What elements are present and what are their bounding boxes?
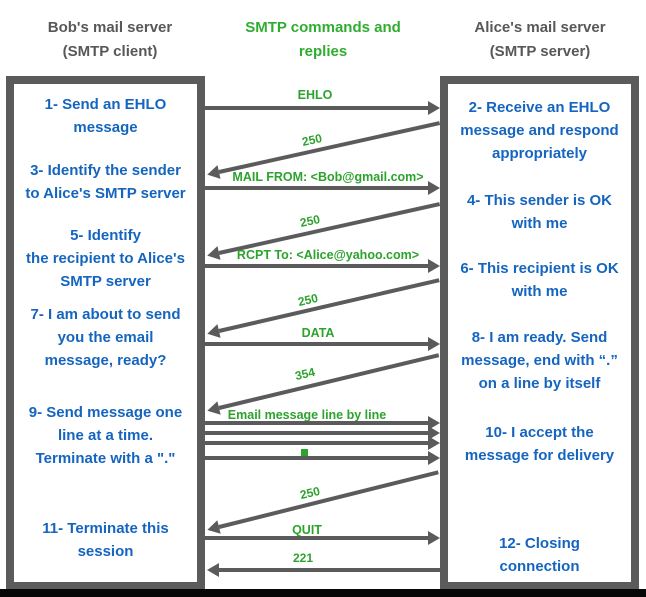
arrowhead-left-icon	[205, 401, 221, 418]
label-data: DATA	[301, 326, 335, 340]
server-box: 2- Receive an EHLO message and respond a…	[440, 76, 639, 590]
arrow-email-line-1-right-icon	[205, 416, 440, 430]
arrow-dot-right-icon	[205, 451, 440, 465]
client-box: 1- Send an EHLO message 3- Identify the …	[6, 76, 205, 590]
arrow-250-1-left-icon	[205, 121, 441, 182]
label-354: 354	[293, 364, 317, 384]
arrowhead-right-icon	[428, 181, 440, 195]
arrowhead-left-icon	[205, 520, 221, 537]
arrow-mail-from-right-icon	[205, 181, 440, 195]
server-step-6: 6- This recipient is OK with me	[460, 260, 619, 300]
server-step-8: 8- I am ready. Send message, end with “.…	[461, 329, 618, 392]
arrow-250-3-left-icon	[205, 278, 440, 341]
client-step-7: 7- I am about to send you the email mess…	[30, 306, 181, 369]
commands-header: SMTP commands and replies	[245, 19, 401, 60]
client-step-9: 9- Send message one line at a time. Term…	[28, 404, 183, 467]
arrowhead-left-icon	[205, 165, 221, 182]
client-header: Bob's mail server (SMTP client)	[47, 19, 173, 60]
arrow-221-left-icon	[207, 563, 440, 577]
arrowhead-right-icon	[428, 531, 440, 545]
arrowhead-left-icon	[205, 246, 221, 263]
server-step-2: 2- Receive an EHLO message and respond a…	[460, 99, 619, 162]
server-header: Alice's mail server (SMTP server)	[474, 19, 606, 60]
client-step-3: 3- Identify the sender to Alice's SMTP s…	[25, 162, 186, 202]
arrowhead-left-icon	[205, 324, 221, 341]
label-250-1: 250	[300, 131, 324, 149]
label-250-2: 250	[298, 212, 322, 230]
label-mail-from: MAIL FROM: <Bob@gmail.com>	[232, 170, 424, 184]
label-quit: QUIT	[292, 523, 322, 537]
arrow-email-line-3-right-icon	[205, 436, 440, 450]
server-step-4: 4- This sender is OK with me	[466, 192, 613, 232]
arrowhead-right-icon	[428, 101, 440, 115]
label-email-lines: Email message line by line	[227, 408, 387, 422]
server-step-10: 10- I accept the message for delivery	[464, 424, 615, 464]
arrowhead-right-icon	[428, 259, 440, 273]
dot-terminator-icon	[301, 449, 308, 456]
arrowhead-right-icon	[428, 436, 440, 450]
arrowhead-left-icon	[207, 563, 219, 577]
bottom-border-bar	[0, 589, 646, 597]
label-221: 221	[292, 551, 314, 565]
client-step-1: 1- Send an EHLO message	[44, 96, 167, 136]
arrow-quit-right-icon	[205, 531, 440, 545]
arrow-email-line-2-right-icon	[205, 426, 440, 440]
client-step-11: 11- Terminate this session	[42, 520, 169, 560]
arrowhead-right-icon	[428, 451, 440, 465]
label-rcpt-to: RCPT To: <Alice@yahoo.com>	[236, 248, 420, 262]
arrow-rcpt-right-icon	[205, 259, 440, 273]
arrow-354-left-icon	[205, 353, 440, 418]
client-step-5: 5- Identify the recipient to Alice's SMT…	[26, 227, 185, 290]
server-step-12: 12- Closing connection	[499, 535, 580, 575]
label-ehlo: EHLO	[297, 88, 333, 102]
arrow-data-right-icon	[205, 337, 440, 351]
arrow-250-4-left-icon	[205, 470, 439, 537]
arrow-ehlo-right-icon	[205, 101, 440, 115]
arrowhead-right-icon	[428, 337, 440, 351]
